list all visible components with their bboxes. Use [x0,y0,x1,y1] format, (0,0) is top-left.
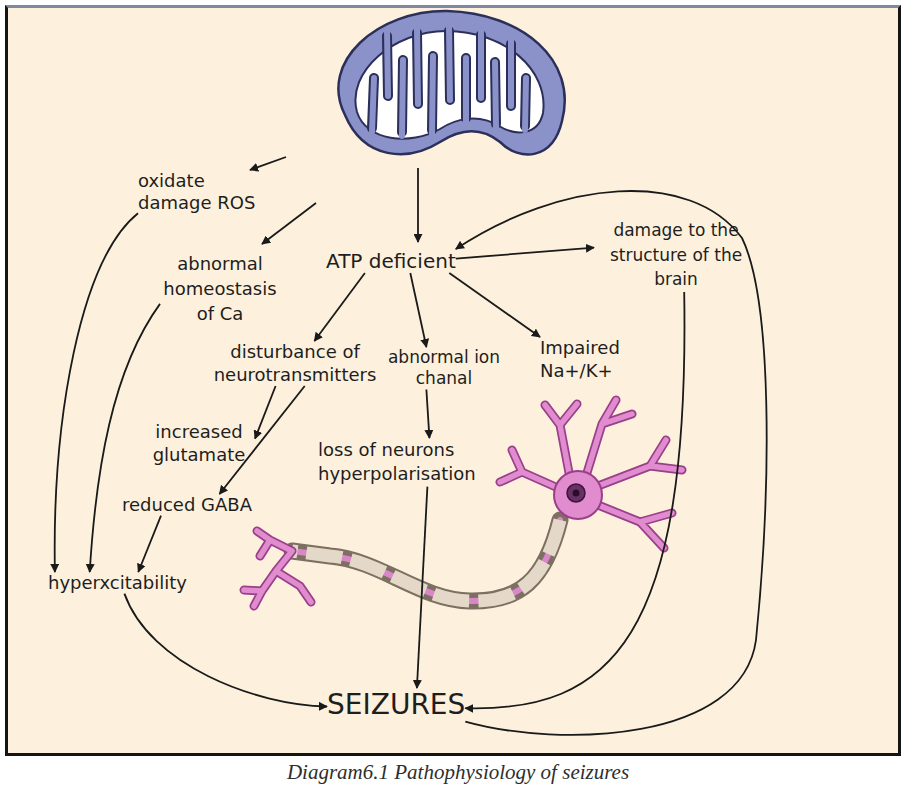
node-label: abnormal ion chanal [381,347,507,390]
arrow-connector [410,273,426,347]
arrow-connector [255,386,276,439]
node-label: increased glutamate [143,420,255,467]
arrow-connector [314,273,365,341]
text-node: abnormal ion chanal [381,347,507,390]
arrow-connector [456,248,594,259]
node-label: disturbance of neurotransmitters [198,341,392,386]
arrow-connector [124,594,327,707]
node-label: ATP deficient [326,249,456,273]
text-node: reduced GABA [122,494,252,516]
node-label: hyperxcitability [48,572,187,594]
arrow-connector [426,390,429,439]
arrow-connector [138,516,161,572]
text-node: increased glutamate [143,420,255,467]
text-node: abnormal homeostasis of Ca [160,251,280,327]
node-label: abnormal homeostasis of Ca [160,251,280,327]
figure-caption: Diagram6.1 Pathophysiology of seizures [0,760,916,785]
node-label: damage to the structure of the brain [594,218,758,292]
arrow-connector [90,304,160,572]
text-node: hyperxcitability [48,572,187,594]
arrow-connector [449,273,540,337]
node-label: reduced GABA [122,494,252,516]
mitochondrion-arrows [250,157,418,244]
arrow-connector [417,487,428,688]
node-label: loss of neurons hyperpolarisation [318,438,510,487]
arrow-connector [456,191,767,735]
node-label: SEIZURES [327,688,465,722]
arrow-connector [55,213,138,572]
text-node: damage to the structure of the brain [594,218,758,292]
text-node: disturbance of neurotransmitters [198,341,392,386]
text-node: oxidate damage ROS [138,170,260,213]
text-node: Impaired Na+/K+ [540,337,644,382]
text-node: SEIZURES [327,688,465,722]
mitochondrion-illustration [338,11,564,154]
neuron-illustration [244,400,682,606]
node-label: Impaired Na+/K+ [540,337,644,382]
text-node: ATP deficient [326,249,456,273]
text-node: loss of neurons hyperpolarisation [318,438,510,487]
node-label: oxidate damage ROS [138,170,260,213]
